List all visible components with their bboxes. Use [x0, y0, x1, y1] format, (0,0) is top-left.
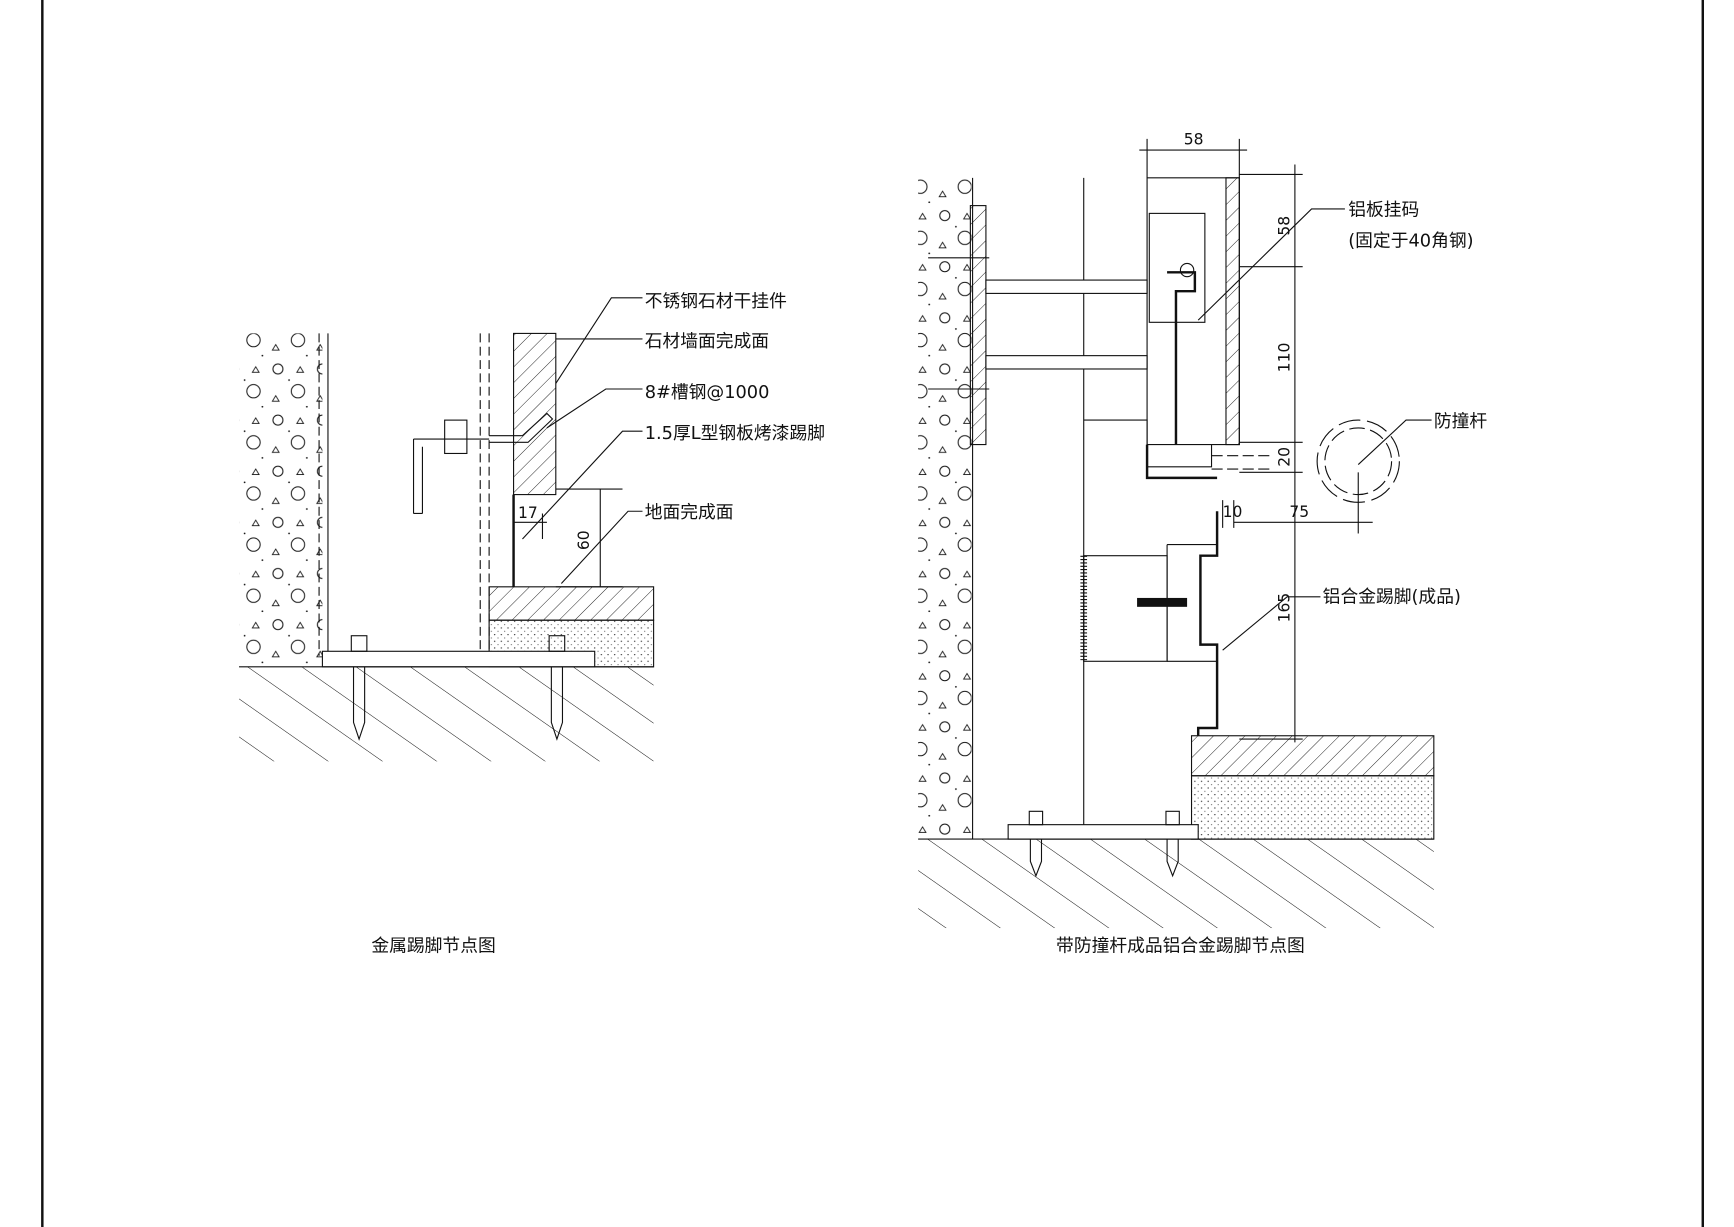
dim-10: 10 — [1223, 503, 1243, 521]
dim-75: 75 — [1289, 503, 1309, 521]
dim-110: 110 — [1275, 343, 1293, 373]
label-l-steel-skirting: 1.5厚L型钢板烤漆踢脚 — [645, 423, 825, 444]
dim-17: 17 — [518, 504, 538, 522]
metal-skirting-detail: 17 60 不锈钢石材干挂件 石材墙面完成面 8#槽钢@1000 1.5厚L型钢… — [239, 291, 825, 956]
label-hanger-note: (固定于40角钢) — [1348, 231, 1473, 252]
label-stainless-hanger: 不锈钢石材干挂件 — [645, 291, 787, 312]
dim-58-height: 58 — [1275, 216, 1293, 236]
drawing-title-right: 带防撞杆成品铝合金踢脚节点图 — [1056, 935, 1305, 956]
drawing-title-left: 金属踢脚节点图 — [371, 935, 495, 956]
dim-58-width: 58 — [1184, 130, 1204, 148]
dim-20: 20 — [1275, 447, 1293, 467]
label-bumper-rail: 防撞杆 — [1434, 411, 1488, 432]
label-channel-steel: 8#槽钢@1000 — [645, 382, 770, 403]
anchor-bolt — [350, 635, 368, 741]
label-aluminum-skirting: 铝合金踢脚(成品) — [1323, 586, 1461, 607]
label-floor-finish: 地面完成面 — [645, 502, 734, 523]
label-aluminum-hanger: 铝板挂码 — [1348, 200, 1419, 221]
dim-165: 165 — [1275, 593, 1293, 623]
dim-60: 60 — [575, 530, 593, 550]
label-stone-wall-finish: 石材墙面完成面 — [645, 331, 769, 352]
aluminum-skirting-detail: 58 58 110 20 10 75 165 铝板挂码 (固定于40角钢) 防撞… — [918, 130, 1487, 956]
anchor-bolt — [548, 635, 566, 741]
